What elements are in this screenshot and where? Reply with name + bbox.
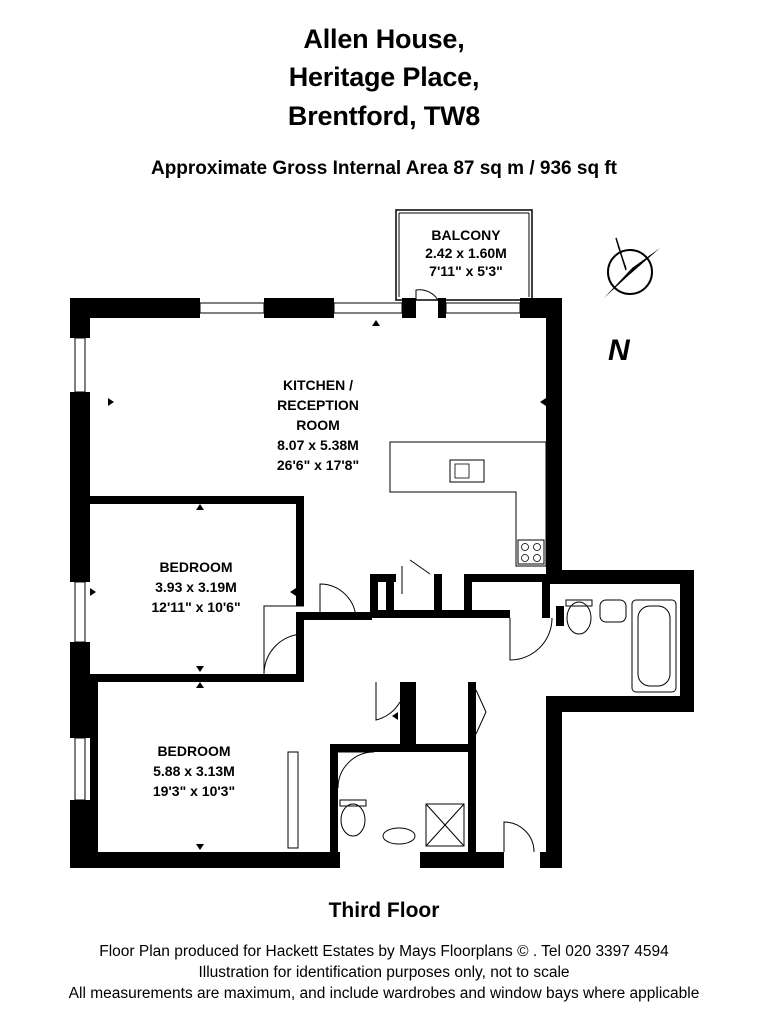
exterior-walls <box>70 298 694 868</box>
footer-line-2: Illustration for identification purposes… <box>198 964 570 981</box>
shower-icon <box>425 803 465 847</box>
floor-label: Third Floor <box>328 899 440 922</box>
bedroom1-imperial: 12'11" x 10'6" <box>151 599 240 615</box>
gross-internal-area: Approximate Gross Internal Area 87 sq m … <box>150 158 617 179</box>
basin-icon <box>599 599 627 623</box>
bathroom-fixtures <box>287 599 677 849</box>
footer-line-1: Floor Plan produced for Hackett Estates … <box>99 943 669 960</box>
footer-line-3: All measurements are maximum, and includ… <box>68 985 700 1002</box>
kitchen-imperial: 26'6" x 17'8" <box>277 457 359 473</box>
balcony-metric: 2.42 x 1.60M <box>425 245 507 261</box>
bedroom2-name: BEDROOM <box>157 743 230 759</box>
title-line-1: Allen House, <box>303 24 465 54</box>
windows <box>74 302 521 801</box>
balcony-outline <box>395 209 533 301</box>
doors <box>263 289 553 853</box>
interior-walls <box>90 496 564 852</box>
north-arrow-icon <box>604 237 660 298</box>
kitchen-counter <box>389 441 547 567</box>
title-line-2: Heritage Place, <box>288 62 480 92</box>
sink-icon <box>449 459 485 483</box>
bedroom2-imperial: 19'3" x 10'3" <box>153 783 235 799</box>
en-suite-basin-icon <box>382 827 416 845</box>
en-suite-toilet-icon <box>340 803 366 837</box>
kitchen-name-2: RECEPTION <box>277 397 359 413</box>
bedroom1-metric: 3.93 x 3.19M <box>155 579 237 595</box>
bedroom1-name: BEDROOM <box>159 559 232 575</box>
title-line-3: Brentford, TW8 <box>287 101 481 131</box>
balcony-name: BALCONY <box>431 227 501 243</box>
north-label: N <box>608 334 631 367</box>
kitchen-name-3: ROOM <box>296 417 340 433</box>
wardrobe <box>287 751 299 849</box>
hob-icon <box>517 539 545 565</box>
bedroom2-metric: 5.88 x 3.13M <box>153 763 235 779</box>
balcony-imperial: 7'11" x 5'3" <box>429 263 503 279</box>
toilet-icon <box>566 601 592 635</box>
kitchen-metric: 8.07 x 5.38M <box>277 437 359 453</box>
kitchen-name-1: KITCHEN / <box>283 377 353 393</box>
dimension-markers <box>90 320 546 850</box>
